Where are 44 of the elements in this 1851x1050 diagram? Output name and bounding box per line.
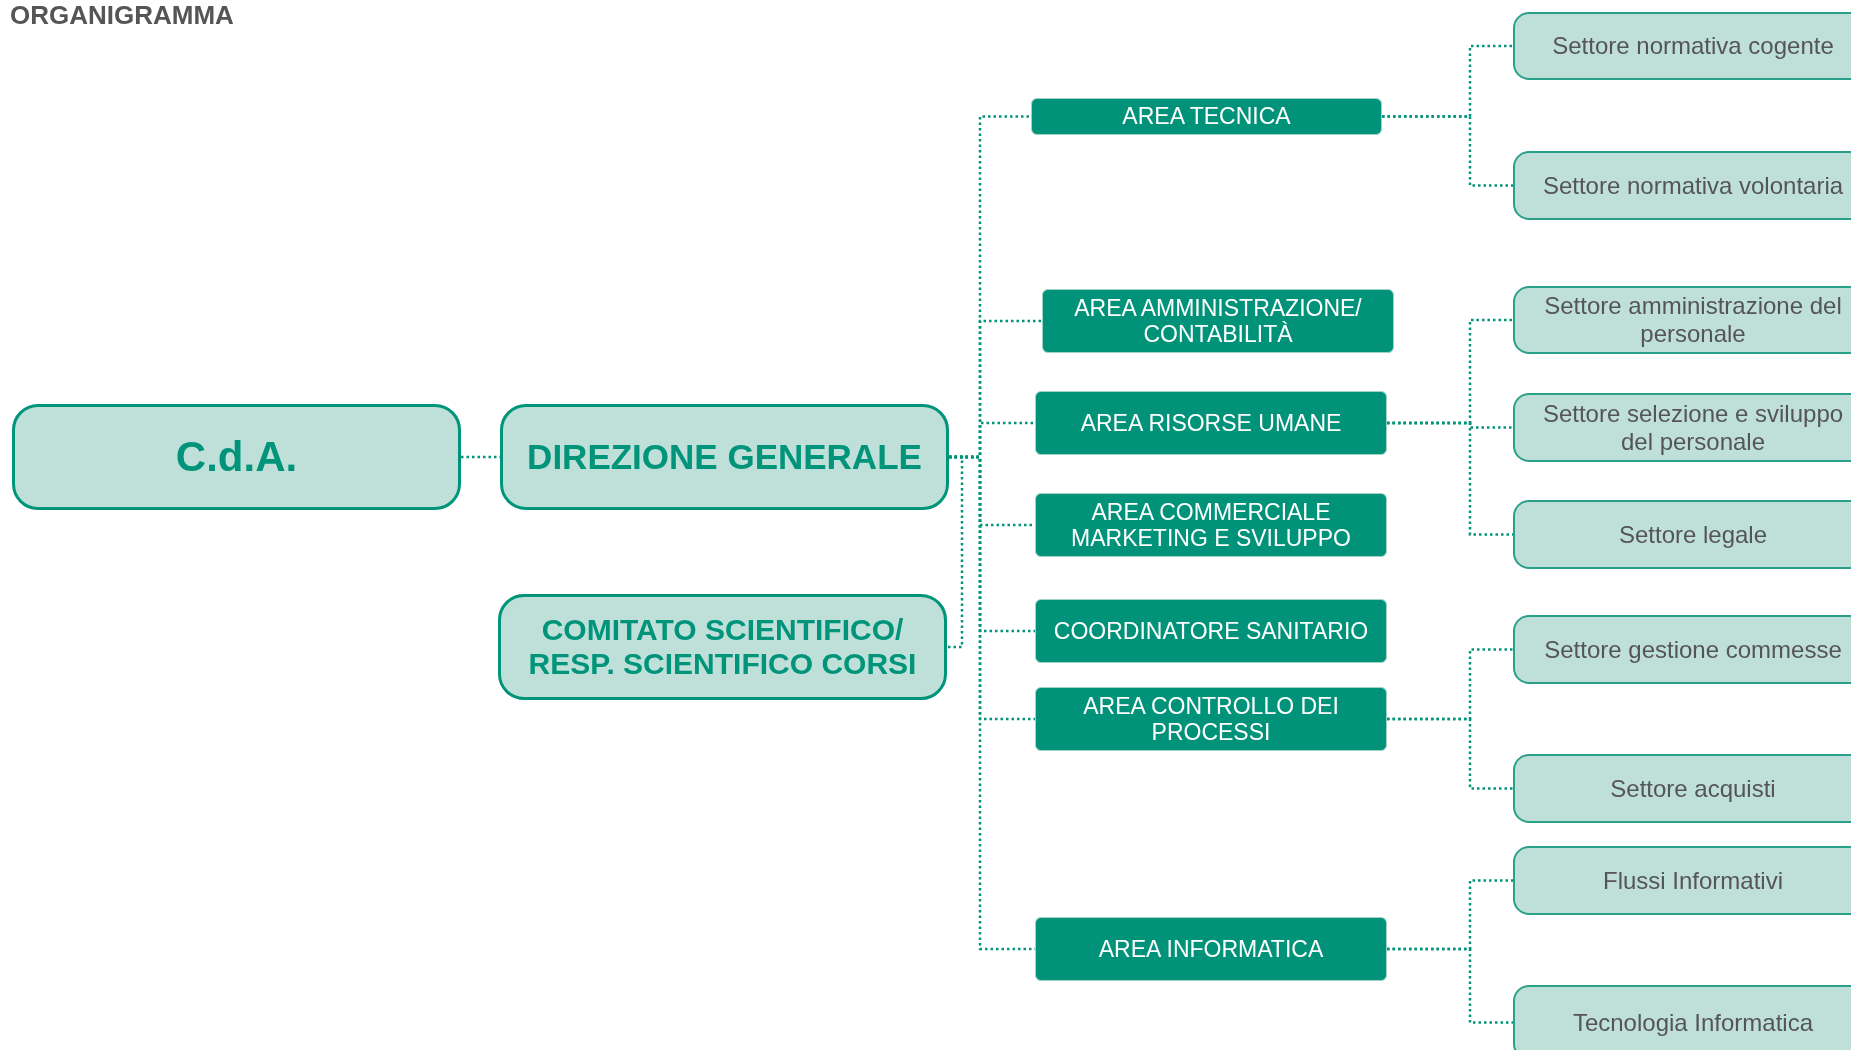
node-label: AREA AMMINISTRAZIONE/ CONTABILITÀ (1073, 294, 1363, 348)
node-label: Flussi Informativi (1601, 866, 1784, 895)
sector-box (1513, 500, 1851, 569)
node-label: AREA RISORSE UMANE (1079, 409, 1343, 437)
node-label: Settore selezione e sviluppo del personale (1541, 399, 1845, 456)
area-box (1035, 687, 1387, 751)
sector-box (1513, 615, 1851, 684)
node-label: COMITATO SCIENTIFICO/ RESP. SCIENTIFICO CORSI (527, 613, 918, 681)
node-label: Tecnologia Informatica (1571, 1008, 1815, 1037)
area-box (1031, 98, 1382, 135)
sector-box (1513, 846, 1851, 915)
unit-box (500, 404, 949, 510)
area-box (1042, 289, 1394, 353)
node-label: AREA TECNICA (1121, 103, 1292, 130)
sector-box (1513, 12, 1851, 80)
node-label: Settore normativa cogente (1551, 32, 1835, 60)
node-label: Settore normativa volontaria (1541, 171, 1845, 200)
unit-box (498, 594, 947, 700)
connector-line (461, 455, 500, 459)
node-label: Settore gestione commesse (1543, 635, 1843, 664)
sector-box (1513, 754, 1851, 823)
chart-title: ORGANIGRAMMA (10, 0, 234, 31)
node-label: C.d.A. (174, 433, 299, 481)
node-label: AREA INFORMATICA (1097, 935, 1325, 963)
connector-line (1387, 717, 1513, 790)
node-label: Settore amministrazione del personale (1543, 292, 1843, 348)
node-label: COORDINATORE SANITARIO (1052, 617, 1370, 645)
connector-line (949, 455, 1035, 951)
node-label: AREA CONTROLLO DEI PROCESSI (1082, 692, 1340, 746)
area-box (1035, 599, 1387, 663)
sector-box (1513, 985, 1851, 1050)
connector-line (1387, 947, 1513, 1024)
node-label: DIREZIONE GENERALE (526, 437, 923, 477)
unit-box (12, 404, 461, 510)
sector-box (1513, 393, 1851, 462)
node-label: Settore legale (1617, 520, 1769, 549)
area-box (1035, 917, 1387, 981)
area-box (1035, 493, 1387, 557)
connector-line (1382, 115, 1513, 187)
node-label: AREA COMMERCIALE MARKETING E SVILUPPO (1070, 498, 1352, 552)
node-label: Settore acquisti (1609, 774, 1777, 803)
area-box (1035, 391, 1387, 455)
sector-box (1513, 151, 1851, 220)
sector-box (1513, 286, 1851, 354)
